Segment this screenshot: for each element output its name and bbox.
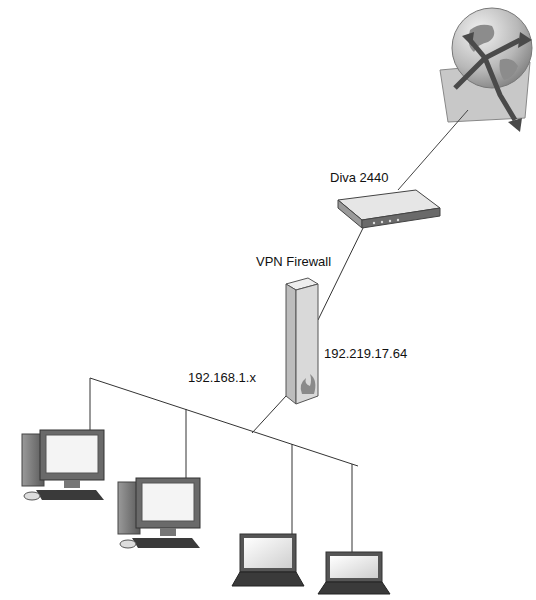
firewall-node: VPN Firewall — [256, 254, 331, 406]
desktop-computer — [118, 478, 200, 548]
subnet-label: 192.168.1.x — [186, 370, 258, 386]
laptop-computer — [232, 534, 304, 586]
laptop-computer — [318, 552, 390, 594]
lan-wiring — [90, 378, 358, 566]
device-label: VPN Firewall — [256, 254, 331, 270]
internet-globe — [440, 8, 532, 132]
router-node: Diva 2440 — [330, 170, 442, 232]
desktop-computer — [22, 430, 104, 500]
device-label: Diva 2440 — [330, 170, 442, 186]
wan-link — [318, 226, 364, 320]
uplink-wire — [398, 110, 468, 190]
firewall-device — [282, 276, 322, 406]
ip-address-label: 192.219.17.64 — [322, 346, 409, 362]
router-device — [330, 186, 442, 232]
